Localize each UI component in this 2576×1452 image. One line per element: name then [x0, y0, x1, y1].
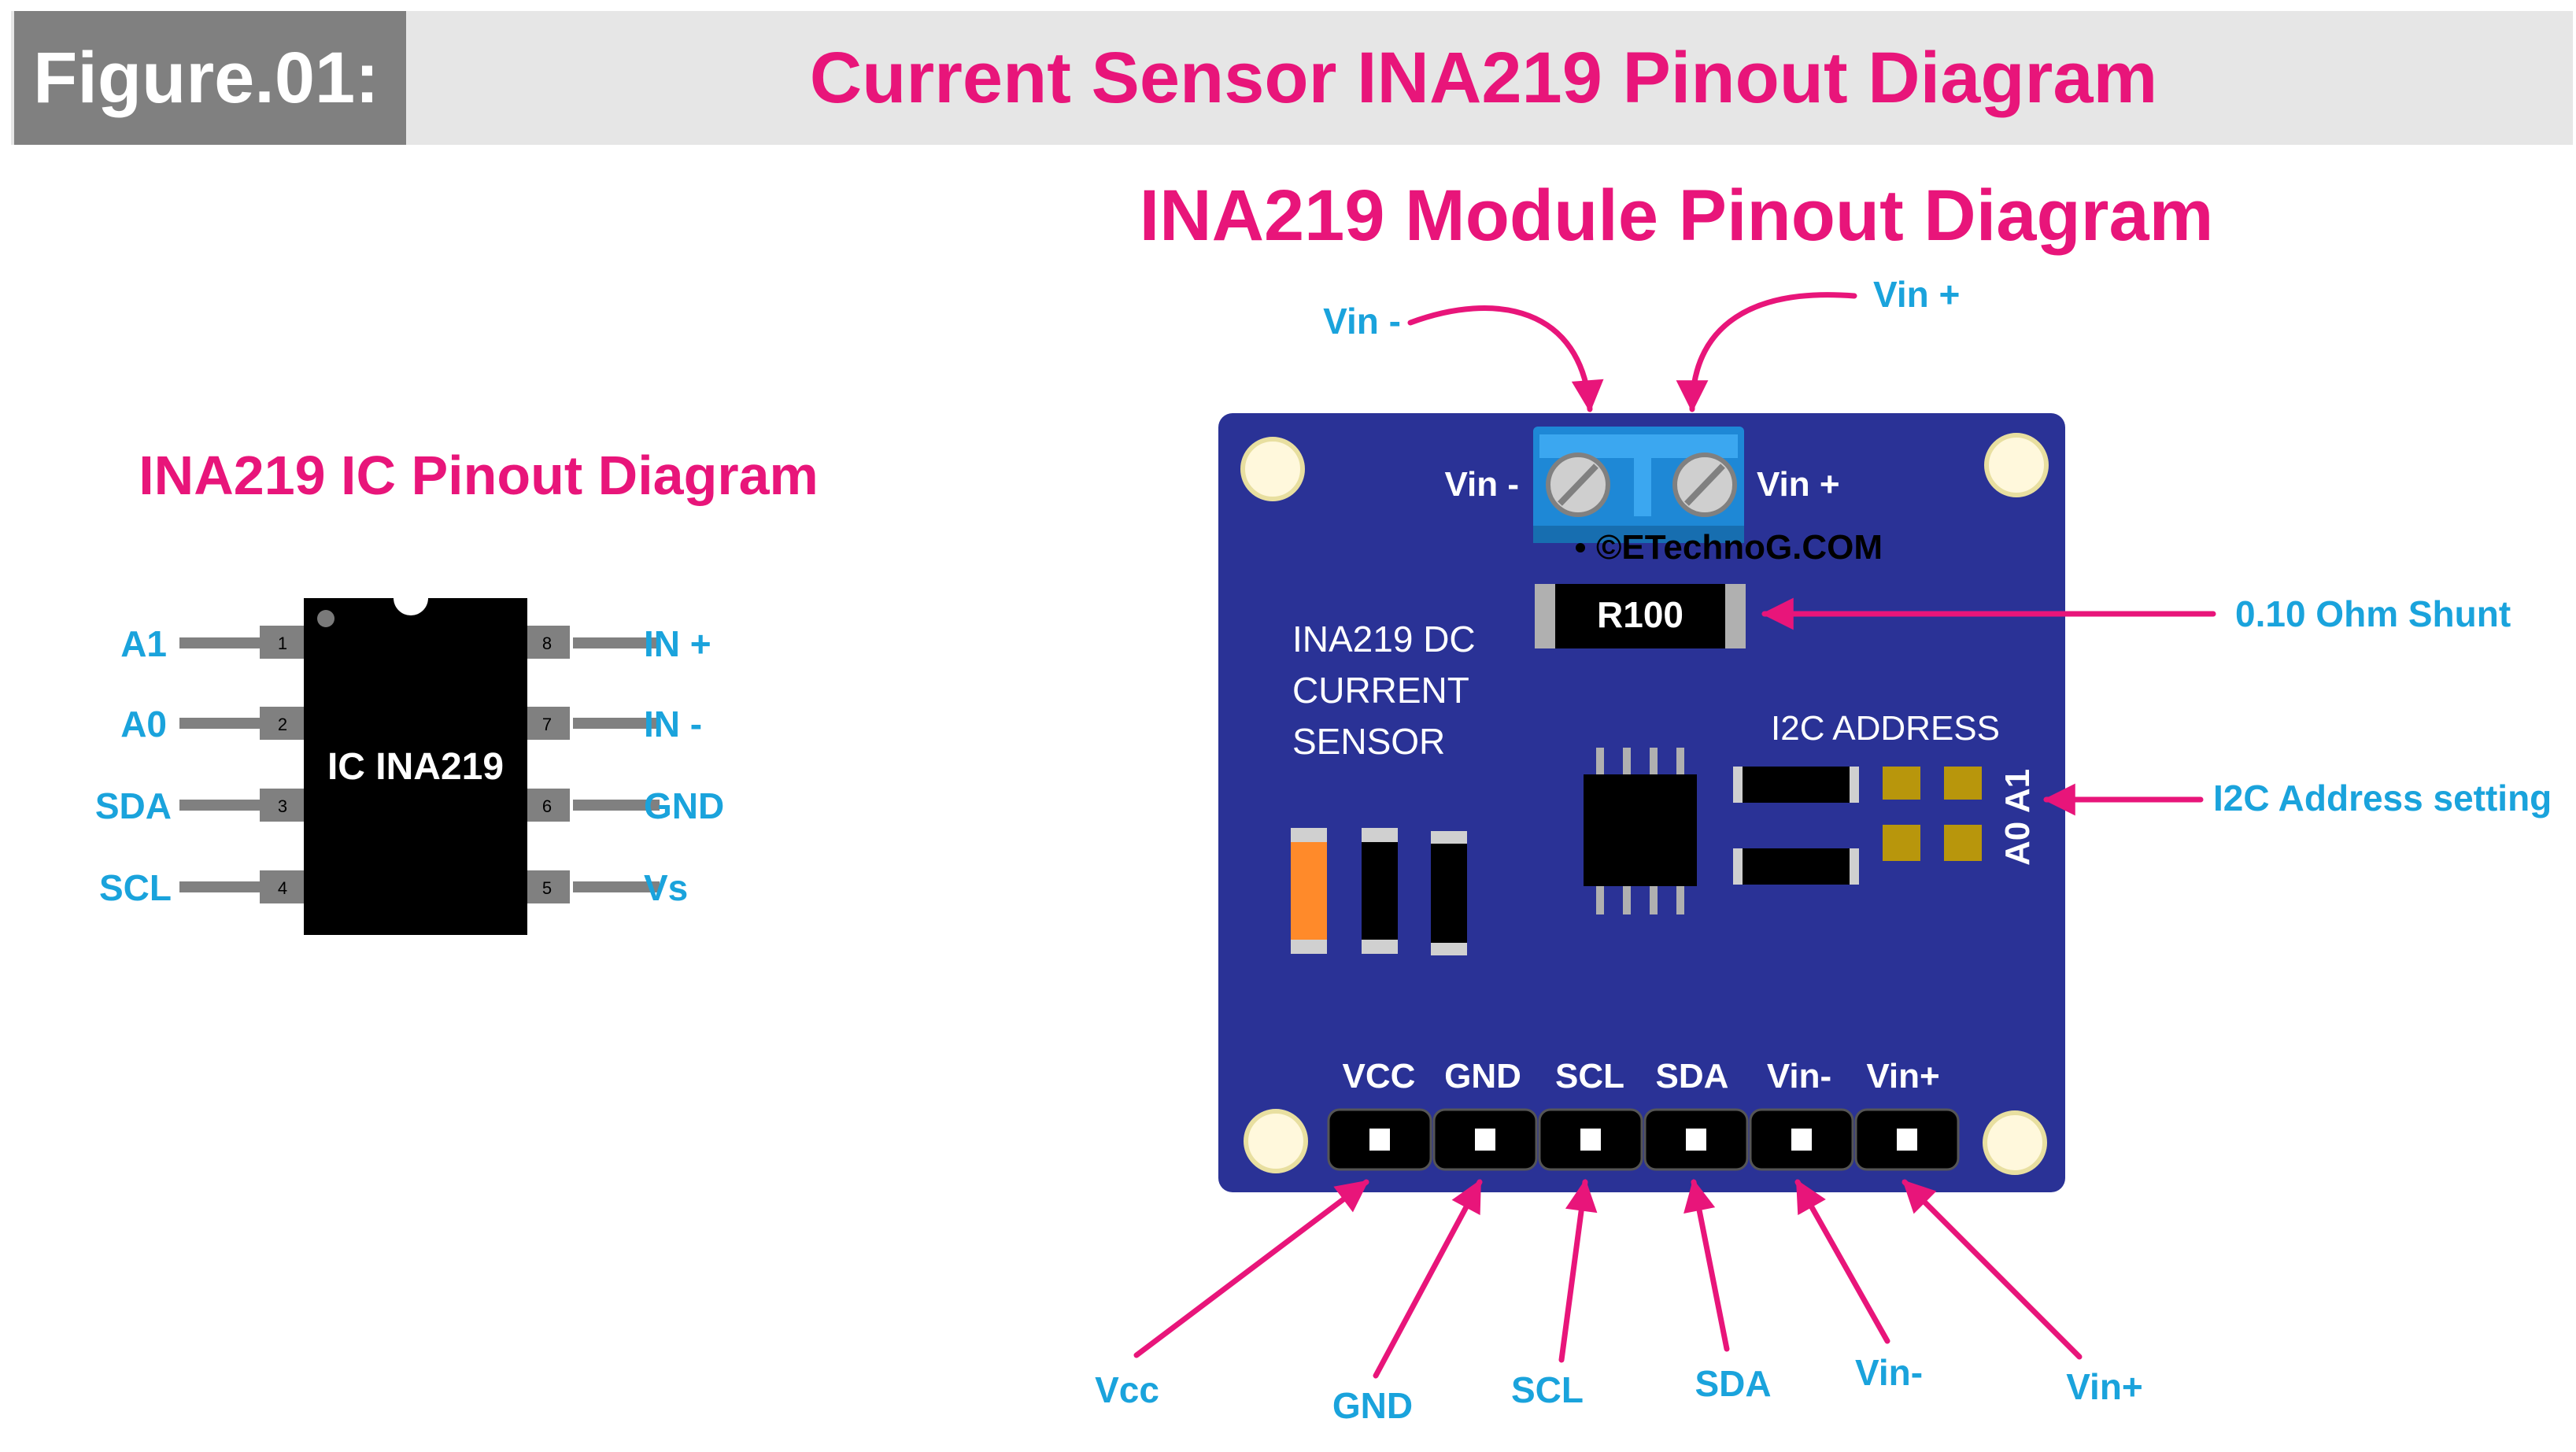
callout-i2c-setting: I2C Address setting: [2213, 778, 2552, 818]
module-board: Vin - Vin + ©ETechnoG.COM R100 INA219 DC…: [1218, 413, 2065, 1192]
module-diagram-title: INA219 Module Pinout Diagram: [1140, 175, 2214, 256]
arrow-bottom-vin-plus: [1902, 1179, 2083, 1360]
header-pin: [1749, 1108, 1854, 1171]
ic-pin-number: 4: [278, 878, 287, 898]
i2c-address-label: I2C ADDRESS: [1771, 709, 2000, 748]
header-pin: [1432, 1108, 1538, 1171]
header-pin: [1538, 1108, 1643, 1171]
board-text-line: INA219 DC: [1292, 619, 1476, 659]
screw-icon: [1672, 453, 1737, 517]
ic-diagram-title: INA219 IC Pinout Diagram: [139, 445, 819, 506]
ic-right-tabs: [524, 626, 570, 903]
header-pin-label: GND: [1444, 1057, 1521, 1095]
header-bar: [11, 11, 2573, 145]
arrow-bottom-sda: [1683, 1178, 1730, 1352]
ic-body-label: IC INA219: [327, 746, 504, 788]
ic-body: [304, 598, 527, 935]
header-pin: [1854, 1108, 1960, 1171]
shunt-marking: R100: [1597, 594, 1683, 635]
shunt-resistor: [1535, 584, 1746, 648]
callout-bottom: SDA: [1695, 1363, 1771, 1404]
callout-bottom: Vcc: [1095, 1369, 1159, 1410]
ic-pin-label: A1: [120, 623, 167, 664]
smd-resistor: [1733, 848, 1859, 885]
ic-pin-label: Vs: [644, 867, 688, 908]
watermark: ©ETechnoG.COM: [1596, 528, 1883, 567]
ic-left-tabs: [260, 626, 305, 903]
ic-pin1-dot: [317, 610, 334, 627]
header-pin-label: Vin+: [1866, 1057, 1939, 1095]
header-pin: [1327, 1108, 1432, 1171]
ic-pin-label: IN +: [644, 623, 711, 664]
callout-bottom: GND: [1332, 1385, 1413, 1426]
ic-pin-number: 5: [542, 878, 552, 898]
callout-vin-minus-top: Vin -: [1323, 301, 1401, 342]
header-pin-label: Vin-: [1767, 1057, 1831, 1095]
header-pin-label: SDA: [1656, 1057, 1729, 1095]
screw-terminal: [1533, 427, 1744, 543]
ic-pin-label: GND: [644, 785, 724, 826]
ic-right-leads: [573, 637, 660, 892]
callout-bottom: Vin-: [1855, 1352, 1923, 1393]
board-text-line: SENSOR: [1292, 721, 1445, 762]
ic-pin-number: 1: [278, 634, 287, 653]
arrow-bottom-vcc: [1133, 1179, 1369, 1358]
capacitor-black: [1431, 831, 1467, 955]
ic-pin-label: SDA: [95, 785, 172, 826]
ic-pin-number: 8: [542, 634, 552, 653]
terminal-label-right: Vin +: [1757, 465, 1840, 504]
callout-shunt: 0.10 Ohm Shunt: [2235, 593, 2511, 634]
screw-icon: [1546, 453, 1610, 517]
figure-label: Figure.01:: [33, 38, 379, 118]
address-pad-labels: A0 A1: [1998, 769, 2037, 866]
callout-bottom: Vin+: [2066, 1366, 2143, 1407]
pin-header: [1327, 1108, 1960, 1171]
arrow-vin-plus-top: [1676, 292, 1857, 413]
ic-pin-number: 7: [542, 715, 552, 734]
ic-pin-number: 3: [278, 796, 287, 816]
arrow-bottom-scl: [1558, 1178, 1598, 1363]
capacitor-black: [1362, 828, 1398, 954]
header-pin-label: VCC: [1343, 1057, 1416, 1095]
smd-resistor: [1733, 767, 1859, 803]
ic-pin-label: A0: [120, 704, 167, 744]
ic-left-leads: [179, 637, 266, 892]
page-title: Current Sensor INA219 Pinout Diagram: [810, 38, 2158, 118]
callout-bottom: SCL: [1511, 1369, 1584, 1410]
header-pin: [1643, 1108, 1749, 1171]
arrow-vin-minus-top: [1407, 305, 1604, 413]
terminal-label-left: Vin -: [1444, 465, 1519, 504]
header-pin-label: SCL: [1555, 1057, 1624, 1095]
capacitor-orange: [1291, 828, 1327, 954]
callout-vin-plus-top: Vin +: [1873, 274, 1960, 315]
ic-pin-label: IN -: [644, 704, 702, 744]
board-dot: [1576, 543, 1585, 552]
arrow-bottom-gnd: [1373, 1179, 1483, 1379]
ic-notch: [394, 581, 428, 615]
figure-label-box: [14, 11, 406, 145]
mounting-holes: [1240, 433, 2049, 1175]
ic-package: IC INA219 1 2 3 4 8 7 6 5 A1 A0 SDA SCL …: [95, 581, 724, 935]
ic-pin-number: 2: [278, 715, 287, 734]
sensor-chip: [1584, 748, 1697, 914]
ic-pin-label: SCL: [99, 867, 172, 908]
ic-pin-number: 6: [542, 796, 552, 816]
board-text-line: CURRENT: [1292, 670, 1469, 711]
arrow-bottom-vin-minus: [1794, 1179, 1890, 1344]
address-pads: [1883, 767, 1982, 861]
terminal-divider: [1634, 456, 1651, 516]
